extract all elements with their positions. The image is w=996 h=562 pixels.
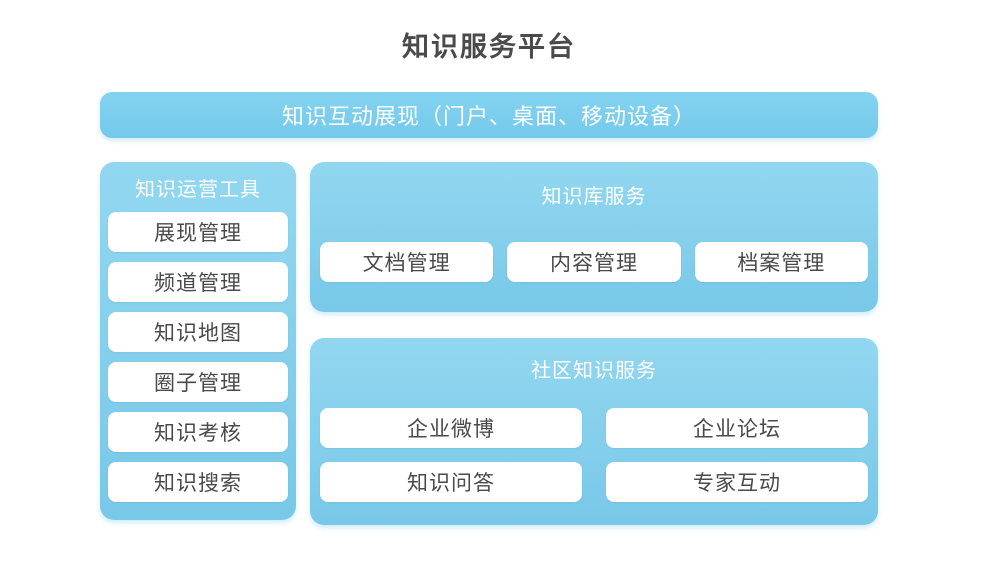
block-channel-management: 频道管理 — [108, 262, 288, 302]
knowledge-base-items-row: 文档管理 内容管理 档案管理 — [320, 242, 868, 282]
knowledge-base-service-header: 知识库服务 — [541, 186, 647, 208]
block-content-management: 内容管理 — [507, 242, 681, 282]
block-knowledge-search: 知识搜索 — [108, 462, 288, 502]
block-knowledge-map: 知识地图 — [108, 312, 288, 352]
block-enterprise-microblog: 企业微博 — [320, 408, 582, 448]
banner-label: 知识互动展现（门户、桌面、移动设备） — [281, 104, 696, 129]
knowledge-platform-diagram: 知识服务平台 知识互动展现（门户、桌面、移动设备） 知识运营工具 展现管理 频道… — [100, 28, 878, 525]
community-items-grid: 企业微博 企业论坛 知识问答 专家互动 — [320, 408, 868, 502]
operation-tools-panel: 知识运营工具 展现管理 频道管理 知识地图 圈子管理 知识考核 知识搜索 — [100, 162, 296, 520]
block-expert-interaction: 专家互动 — [606, 462, 868, 502]
block-knowledge-qa: 知识问答 — [320, 462, 582, 502]
knowledge-base-service-panel: 知识库服务 文档管理 内容管理 档案管理 — [310, 162, 878, 312]
interaction-presentation-banner: 知识互动展现（门户、桌面、移动设备） — [100, 92, 878, 138]
right-column: 知识库服务 文档管理 内容管理 档案管理 社区知识服务 企业微博 企业论坛 知识… — [310, 162, 878, 525]
operation-tools-header: 知识运营工具 — [135, 178, 261, 201]
community-knowledge-service-panel: 社区知识服务 企业微博 企业论坛 知识问答 专家互动 — [310, 338, 878, 525]
block-enterprise-forum: 企业论坛 — [606, 408, 868, 448]
page-title: 知识服务平台 — [402, 32, 576, 62]
block-presentation-management: 展现管理 — [108, 212, 288, 252]
block-archive-management: 档案管理 — [694, 242, 868, 282]
block-document-management: 文档管理 — [320, 242, 494, 282]
main-row: 知识运营工具 展现管理 频道管理 知识地图 圈子管理 知识考核 知识搜索 知识库… — [100, 162, 878, 525]
block-circle-management: 圈子管理 — [108, 362, 288, 402]
block-knowledge-assessment: 知识考核 — [108, 412, 288, 452]
community-knowledge-service-header: 社区知识服务 — [531, 360, 657, 382]
